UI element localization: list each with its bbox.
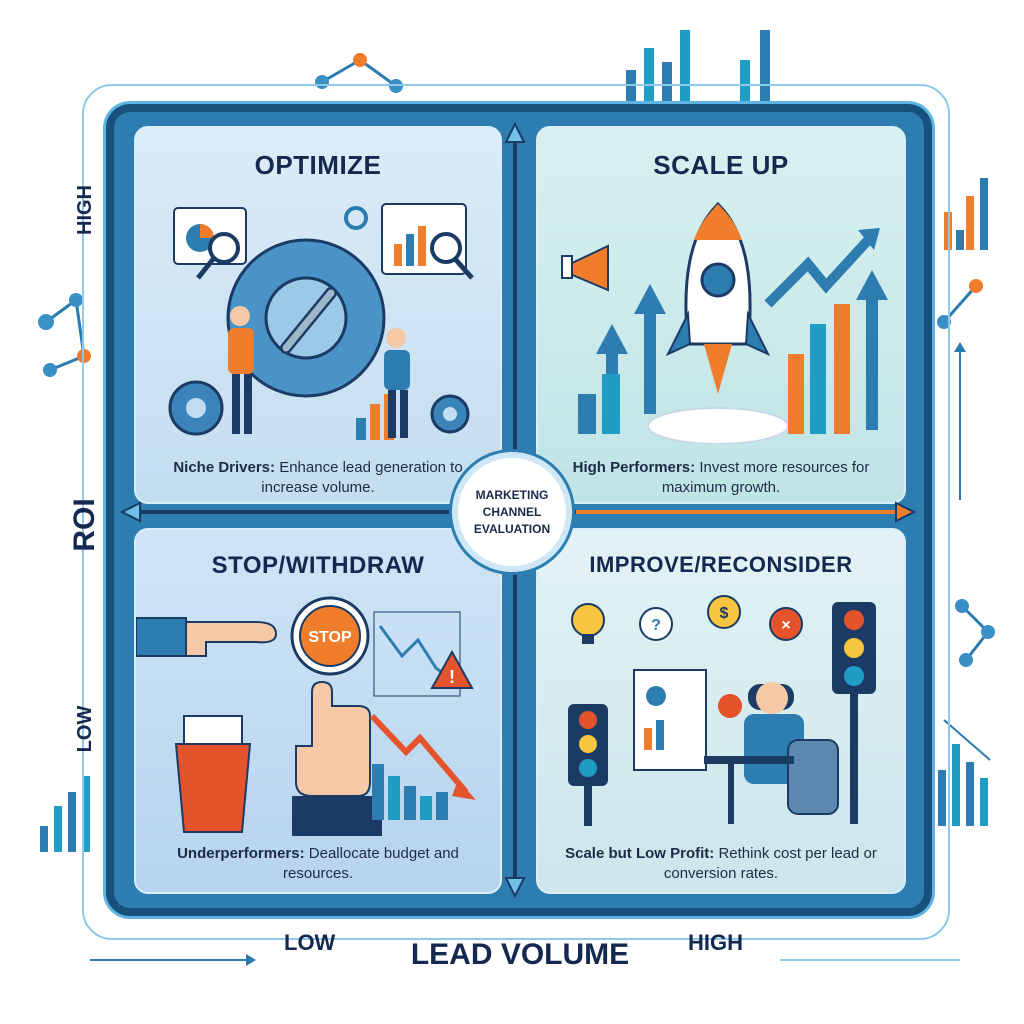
y-axis-high-label: HIGH <box>73 185 96 235</box>
description-lead: High Performers: <box>572 459 696 476</box>
bar-chart-icon <box>626 30 770 104</box>
svg-text:?: ? <box>651 617 661 634</box>
quadrant-title: IMPROVE/RECONSIDER <box>589 552 853 577</box>
quadrant-title: STOP/WITHDRAW <box>211 552 425 579</box>
quadrant-description: High Performers: Invest more resources f… <box>548 458 894 498</box>
outer-frame <box>82 84 950 940</box>
description-lead: Underperformers: <box>177 845 305 862</box>
x-axis-high-label: HIGH <box>688 930 743 955</box>
center-label-line: EVALUATION <box>473 521 551 536</box>
center-badge: MARKETING CHANNEL EVALUATION <box>452 452 572 572</box>
description-lead: Scale but Low Profit: <box>565 845 715 862</box>
quadrant-description: Niche Drivers: Enhance lead generation t… <box>146 458 490 498</box>
rocket-growth-illustration <box>561 201 888 444</box>
stop-sign-label: STOP <box>308 629 352 646</box>
description-lead: Niche Drivers: <box>173 459 276 476</box>
x-axis-title: LEAD VOLUME <box>410 938 630 971</box>
arrow-right-icon <box>895 501 917 523</box>
arrow-left-icon <box>119 501 141 523</box>
quadrant-improve-reconsider: IMPROVE/RECONSIDER ? $ × Scale but Low P… <box>536 528 906 894</box>
description-text: Enhance lead generation to increase volu… <box>261 459 463 496</box>
quadrant-stop-withdraw: STOP/WITHDRAW STOP ! Underperformers: De… <box>134 528 502 894</box>
center-label-line: MARKETING <box>475 487 549 502</box>
y-axis-low-label: LOW <box>73 705 96 753</box>
bar-chart-icon <box>938 744 988 826</box>
quadrant-scale-up: SCALE UP High Performers: Invest more re… <box>536 126 906 504</box>
quadrant-title: OPTIMIZE <box>254 150 382 180</box>
description-text: Rethink cost per lead or conversion rate… <box>663 845 877 882</box>
quadrant-title: SCALE UP <box>653 150 789 180</box>
gear-teamwork-illustration <box>168 203 474 440</box>
description-text: Invest more resources for maximum growth… <box>661 459 870 496</box>
quadrant-description: Underperformers: Deallocate budget and r… <box>146 844 490 884</box>
center-label-line: CHANNEL <box>482 504 542 519</box>
stop-budget-illustration: STOP ! <box>136 596 476 836</box>
x-axis-low-label: LOW <box>284 930 336 955</box>
quadrant-optimize: OPTIMIZE Niche Drivers: Enhance lead gen… <box>134 126 502 504</box>
analysis-traffic-light-illustration: ? $ × <box>568 595 876 826</box>
svg-text:$: $ <box>720 605 729 622</box>
bar-chart-icon <box>40 776 90 852</box>
svg-text:!: ! <box>449 667 455 687</box>
svg-text:×: × <box>781 617 790 634</box>
quadrant-description: Scale but Low Profit: Rethink cost per l… <box>548 844 894 884</box>
y-axis-title: ROI <box>68 498 101 552</box>
arrow-down-icon <box>504 877 526 899</box>
description-text: Deallocate budget and resources. <box>282 845 459 882</box>
arrow-up-icon <box>504 121 526 143</box>
